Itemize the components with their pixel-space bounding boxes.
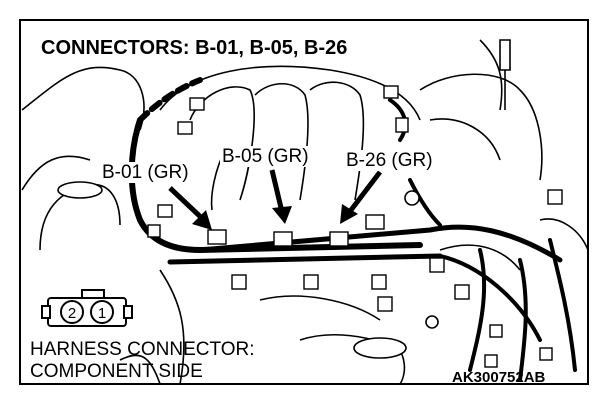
engine-outline	[21, 39, 589, 385]
harness-connector-symbol: 2 1	[41, 289, 133, 327]
connector-label-b01: B-01 (GR)	[100, 162, 191, 183]
pin-1-label: 1	[98, 305, 106, 322]
cap-shape	[57, 181, 103, 199]
ring-terminal	[425, 315, 439, 329]
harness-caption-line1: HARNESS CONNECTOR:	[30, 339, 255, 360]
connector-blocks	[147, 85, 563, 368]
connector-label-b26: B-26 (GR)	[344, 150, 435, 171]
harness-caption-line2: COMPONENT SIDE	[30, 361, 203, 382]
ring-terminal-upper	[404, 190, 420, 206]
cap-shape-lower	[353, 337, 407, 359]
pin-2-label: 2	[68, 305, 76, 322]
pointer-arrows	[168, 169, 382, 230]
pin-2-circle	[60, 300, 84, 324]
connector-label-b05: B-05 (GR)	[220, 146, 311, 167]
diagram-title: CONNECTORS: B-01, B-05, B-26	[38, 38, 351, 58]
pin-1-circle	[90, 300, 114, 324]
figure-frame	[19, 19, 589, 385]
figure-code: AK300752AB	[452, 369, 546, 386]
